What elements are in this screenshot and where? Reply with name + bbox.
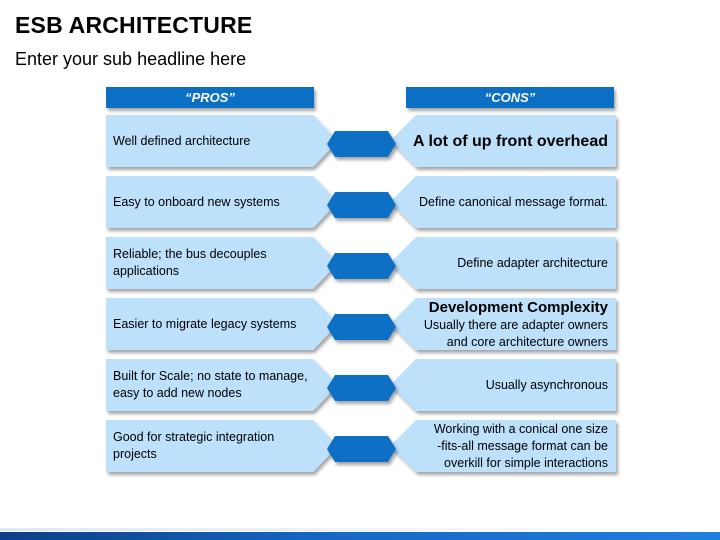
pro-text: Built for Scale; no state to manage, eas…: [113, 369, 308, 400]
con-heading: A lot of up front overhead: [413, 132, 608, 150]
comparison-row: Well defined architecture A lot of up fro…: [0, 114, 720, 168]
connector-hexagon: [327, 131, 396, 157]
footer-bar: [0, 532, 720, 540]
comparison-row: Good for strategic integration projects W…: [0, 419, 720, 473]
comparison-row: Built for Scale; no state to manage, eas…: [0, 358, 720, 412]
connector-hexagon: [327, 192, 396, 218]
con-box: [390, 359, 616, 411]
con-heading: Development Complexity: [428, 298, 608, 316]
con-body: Usually there are adapter owners and cor…: [423, 317, 608, 349]
row-shapes: [106, 176, 616, 228]
comparison-row: Easier to migrate legacy systems Developm…: [0, 297, 720, 351]
row-shapes: [106, 237, 616, 289]
con-text: Define canonical message format.: [408, 175, 608, 229]
connector-hexagon: [327, 253, 396, 279]
con-body: Define canonical message format.: [419, 194, 608, 209]
con-box: [390, 176, 616, 228]
cons-header: “CONS”: [406, 87, 614, 108]
pro-text: Easier to migrate legacy systems: [113, 316, 297, 331]
comparison-row: Reliable; the bus decouples applications…: [0, 236, 720, 290]
pro-box: [106, 237, 338, 289]
con-body: Working with a conical one size -fits-al…: [433, 421, 608, 470]
row-shapes: [106, 115, 616, 167]
row-shapes: [106, 359, 616, 411]
con-body: Define adapter architecture: [457, 255, 608, 270]
pro-text: Good for strategic integration projects: [113, 430, 275, 461]
pro-box: [106, 176, 338, 228]
con-text: A lot of up front overhead: [408, 114, 608, 168]
pro-box: [106, 359, 338, 411]
pros-header: “PROS”: [106, 87, 314, 108]
con-body: Usually asynchronous: [485, 377, 608, 392]
row-shapes: [106, 298, 616, 350]
con-box: [390, 237, 616, 289]
con-text: Define adapter architecture: [408, 236, 608, 290]
con-text: Usually asynchronous: [408, 358, 608, 412]
connector-hexagon: [327, 314, 396, 340]
con-box: [390, 420, 616, 472]
footer-highlight: [0, 528, 720, 531]
comparison-row: Easy to onboard new systems Define canoni…: [0, 175, 720, 229]
con-box: [390, 298, 616, 350]
con-box: [390, 115, 616, 167]
connector-hexagon: [327, 375, 396, 401]
con-text: Working with a conical one size -fits-al…: [408, 419, 608, 473]
pro-text: Well defined architecture: [113, 133, 251, 148]
page-subtitle: Enter your sub headline here: [15, 49, 247, 69]
connector-hexagon: [327, 436, 396, 462]
page-title: ESB ARCHITECTURE: [15, 12, 253, 38]
pro-box: [106, 420, 338, 472]
pro-text: Easy to onboard new systems: [113, 194, 280, 209]
pro-box: [106, 115, 338, 167]
pro-box: [106, 298, 338, 350]
row-shapes: [106, 420, 616, 472]
pro-text: Reliable; the bus decouples applications: [113, 247, 267, 278]
